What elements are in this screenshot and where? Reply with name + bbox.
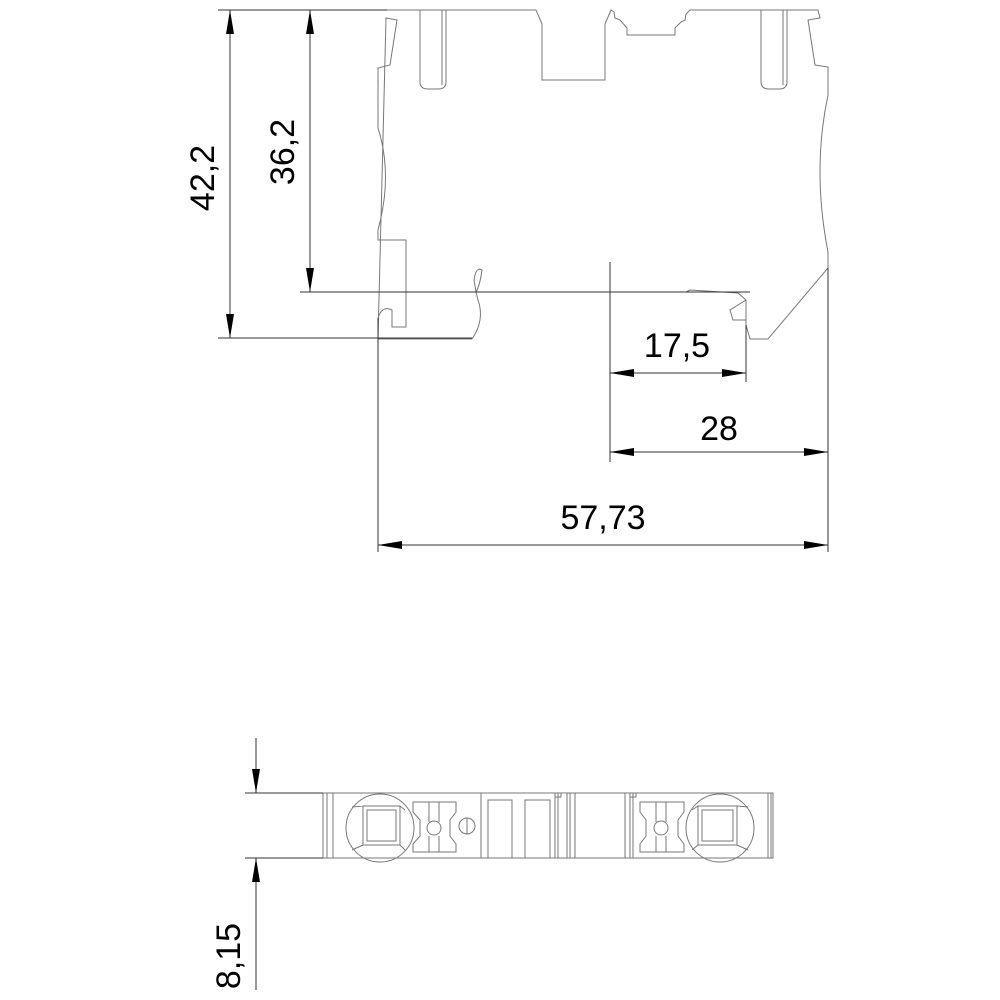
dim-label-rail-to-snap: 17,5 bbox=[644, 327, 710, 365]
arrow-down-icon bbox=[226, 314, 234, 338]
dim-label-overall-width: 57,73 bbox=[560, 499, 645, 537]
arrow-down-icon bbox=[306, 268, 314, 292]
right-clamp-block bbox=[639, 801, 685, 853]
arrow-right-icon bbox=[804, 541, 828, 549]
arrow-left-icon bbox=[610, 448, 634, 456]
arrow-left-icon bbox=[378, 541, 402, 549]
left-clamp-hole bbox=[426, 820, 442, 836]
arrow-right-icon bbox=[804, 448, 828, 456]
dimension-rail-to-snap: 17,5 bbox=[609, 262, 747, 462]
arrow-up-icon bbox=[252, 858, 260, 882]
arrow-right-icon bbox=[722, 369, 746, 377]
arrow-down-icon bbox=[252, 769, 260, 793]
arrow-left-icon bbox=[610, 369, 634, 377]
dimension-overall-width: 57,73 bbox=[377, 318, 828, 552]
right-screw-square bbox=[691, 805, 749, 851]
dimension-overall-height: 42,2 bbox=[184, 9, 472, 339]
left-screw-opening bbox=[345, 793, 415, 863]
right-clamp-hole bbox=[653, 820, 669, 836]
dim-label-overall-height: 42,2 bbox=[184, 145, 222, 211]
arrow-up-icon bbox=[226, 10, 234, 34]
bottom-outline bbox=[322, 792, 774, 859]
right-screw-opening bbox=[685, 793, 755, 863]
marker-slot-left bbox=[487, 799, 513, 859]
front-view bbox=[377, 9, 829, 340]
dim-label-height-to-rail: 36,2 bbox=[264, 119, 302, 185]
dimension-thickness: 8,15 bbox=[210, 738, 323, 990]
bottom-view bbox=[322, 792, 774, 863]
dim-label-thickness: 8,15 bbox=[210, 923, 248, 989]
left-clamp-block bbox=[412, 801, 457, 853]
dimension-height-to-rail: 36,2 bbox=[264, 10, 750, 293]
bottom-detail-lines bbox=[326, 793, 772, 858]
left-slot bbox=[419, 10, 447, 90]
left-screw-square bbox=[351, 805, 406, 851]
arrow-up-icon bbox=[306, 10, 314, 34]
marker-slot-right bbox=[524, 799, 551, 859]
dimension-rail-to-edge: 28 bbox=[610, 268, 829, 552]
terminal-block-outline bbox=[377, 9, 829, 340]
right-slot bbox=[760, 10, 788, 90]
dim-label-rail-to-edge: 28 bbox=[700, 410, 738, 448]
